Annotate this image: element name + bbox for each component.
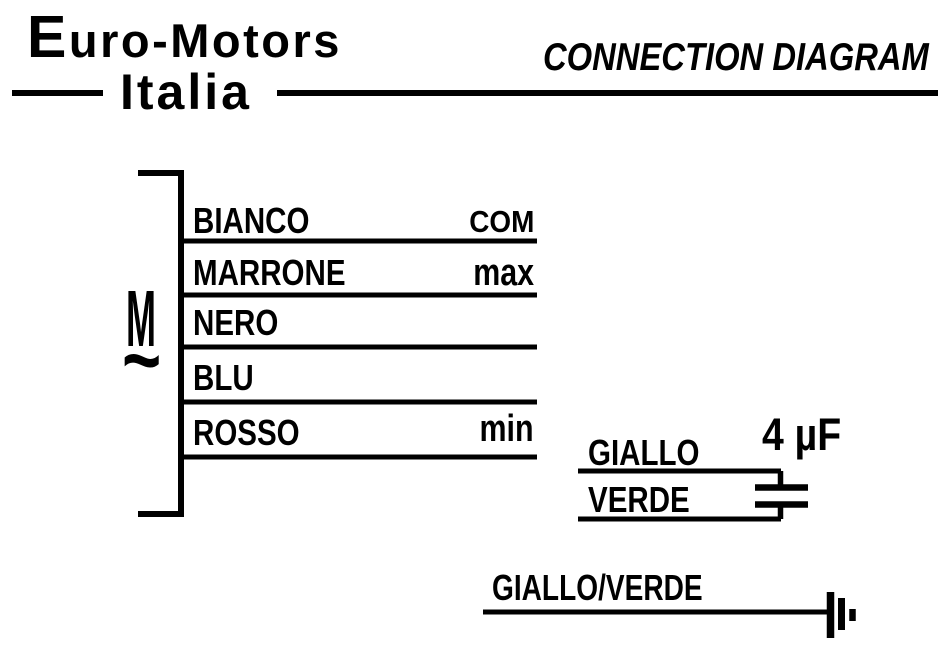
brand-rule-left	[12, 90, 103, 96]
brand-rule-right	[277, 90, 938, 96]
terminal-label-min: min	[479, 408, 534, 450]
motor-symbol: M	[126, 274, 156, 363]
wire-label-verde: VERDE	[588, 479, 690, 520]
motor-bracket	[138, 170, 184, 517]
wire-label-giallo: GIALLO	[588, 432, 700, 473]
wire-label-nero: NERO	[193, 302, 279, 343]
motor-ac-symbol: ~	[122, 313, 162, 407]
page-title: CONNECTION DIAGRAM	[543, 36, 929, 79]
wire-label-blu: BLU	[193, 357, 254, 398]
wire-label-bianco: BIANCO	[193, 200, 310, 241]
capacitor-icon	[755, 471, 808, 519]
terminal-label-max: max	[473, 252, 534, 294]
brand-name-line1: Euro-Motors	[27, 4, 342, 70]
wire-label-giallo-verde: GIALLO/VERDE	[492, 567, 703, 608]
wire-label-marrone: MARRONE	[193, 252, 346, 293]
brand-name-line2: Italia	[120, 64, 252, 120]
terminal-label-com: COM	[468, 204, 534, 239]
capacitor-value-label: 4 µF	[762, 409, 842, 460]
ground-icon	[826, 592, 856, 638]
wire-label-rosso: ROSSO	[193, 412, 300, 453]
